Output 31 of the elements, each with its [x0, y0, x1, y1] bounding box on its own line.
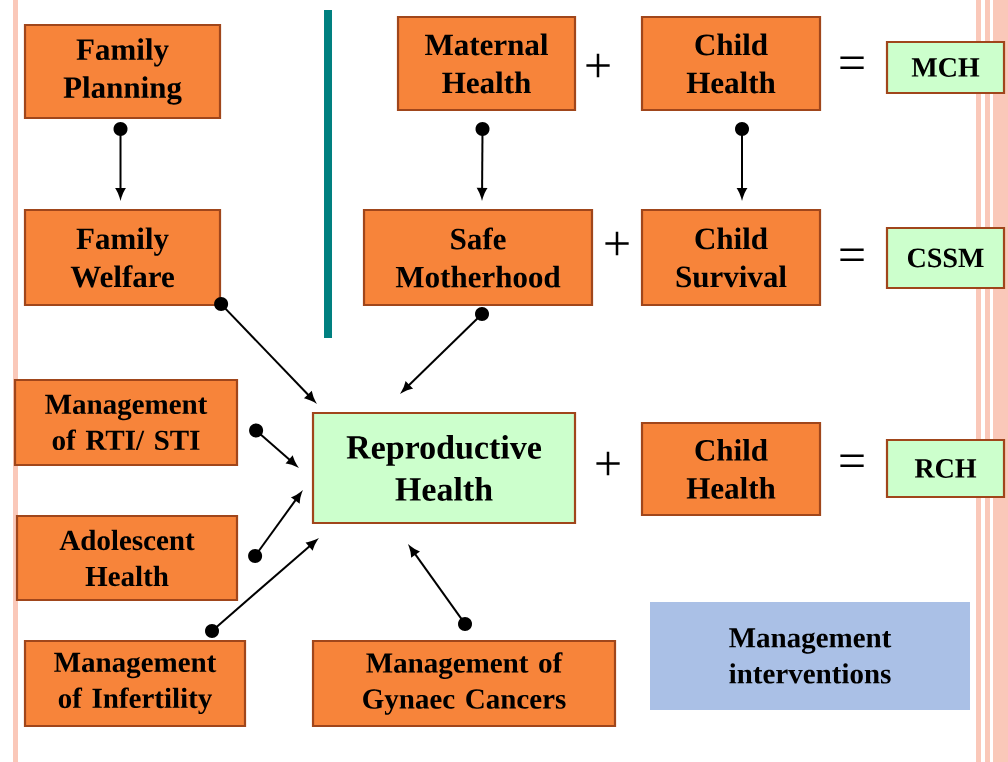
plus-sign: +: [605, 231, 629, 256]
arrow: [401, 307, 489, 393]
result-box: MCH: [885, 40, 1006, 95]
result-box: RCH: [885, 438, 1006, 499]
process-box: Family Planning: [23, 23, 222, 120]
process-box: Family Welfare: [23, 208, 222, 307]
process-box: Maternal Health: [396, 15, 577, 112]
process-box: Child Health: [640, 15, 822, 112]
process-box: Child Health: [640, 421, 822, 517]
arrow: [475, 122, 490, 199]
process-box: Management of Gynaec Cancers: [311, 639, 617, 728]
arrow: [249, 423, 298, 467]
process-box: Management of RTI/ STI: [13, 378, 239, 467]
result-box: Reproductive Health: [311, 411, 577, 525]
equals-sign: =: [840, 248, 864, 262]
equals-sign: =: [840, 56, 864, 70]
process-box: Adolescent Health: [15, 514, 239, 602]
note-box: Management interventions: [650, 602, 970, 710]
plus-sign: +: [596, 451, 620, 476]
equals-sign: =: [840, 454, 864, 468]
process-box: Management of Infertility: [23, 639, 247, 728]
process-box: Safe Motherhood: [362, 208, 594, 307]
arrow: [735, 122, 749, 199]
plus-sign: +: [586, 53, 610, 78]
arrow: [248, 491, 302, 563]
arrow: [205, 539, 318, 638]
process-box: Child Survival: [640, 208, 822, 307]
result-box: CSSM: [885, 226, 1006, 290]
arrow: [113, 122, 128, 199]
arrow: [409, 546, 472, 631]
arrow: [214, 297, 316, 403]
